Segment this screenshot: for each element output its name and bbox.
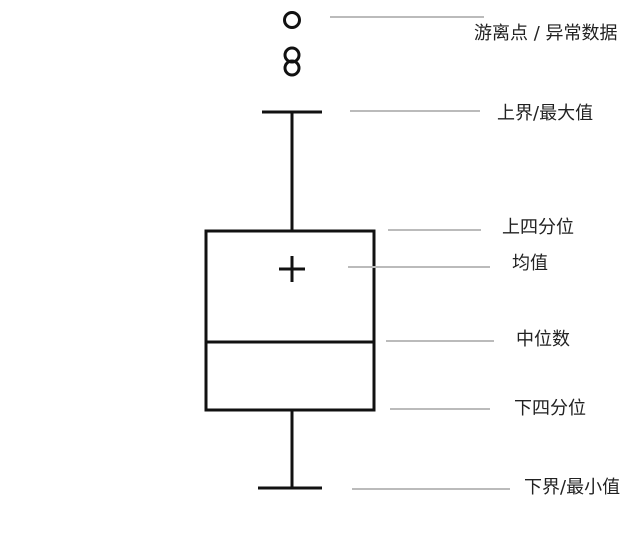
label-median: 中位数 [516,329,570,350]
label-lower-quartile: 下四分位 [514,398,586,419]
outlier-point [283,59,301,77]
label-outliers: 游离点 / 异常数据 [474,23,618,44]
label-mean: 均值 [512,253,548,274]
label-upper-quartile: 上四分位 [502,217,574,238]
interquartile-box [204,229,376,412]
label-lower-bound: 下界/最小值 [524,477,620,498]
label-upper-bound: 上界/最大值 [497,103,593,124]
outlier-point [283,11,301,29]
